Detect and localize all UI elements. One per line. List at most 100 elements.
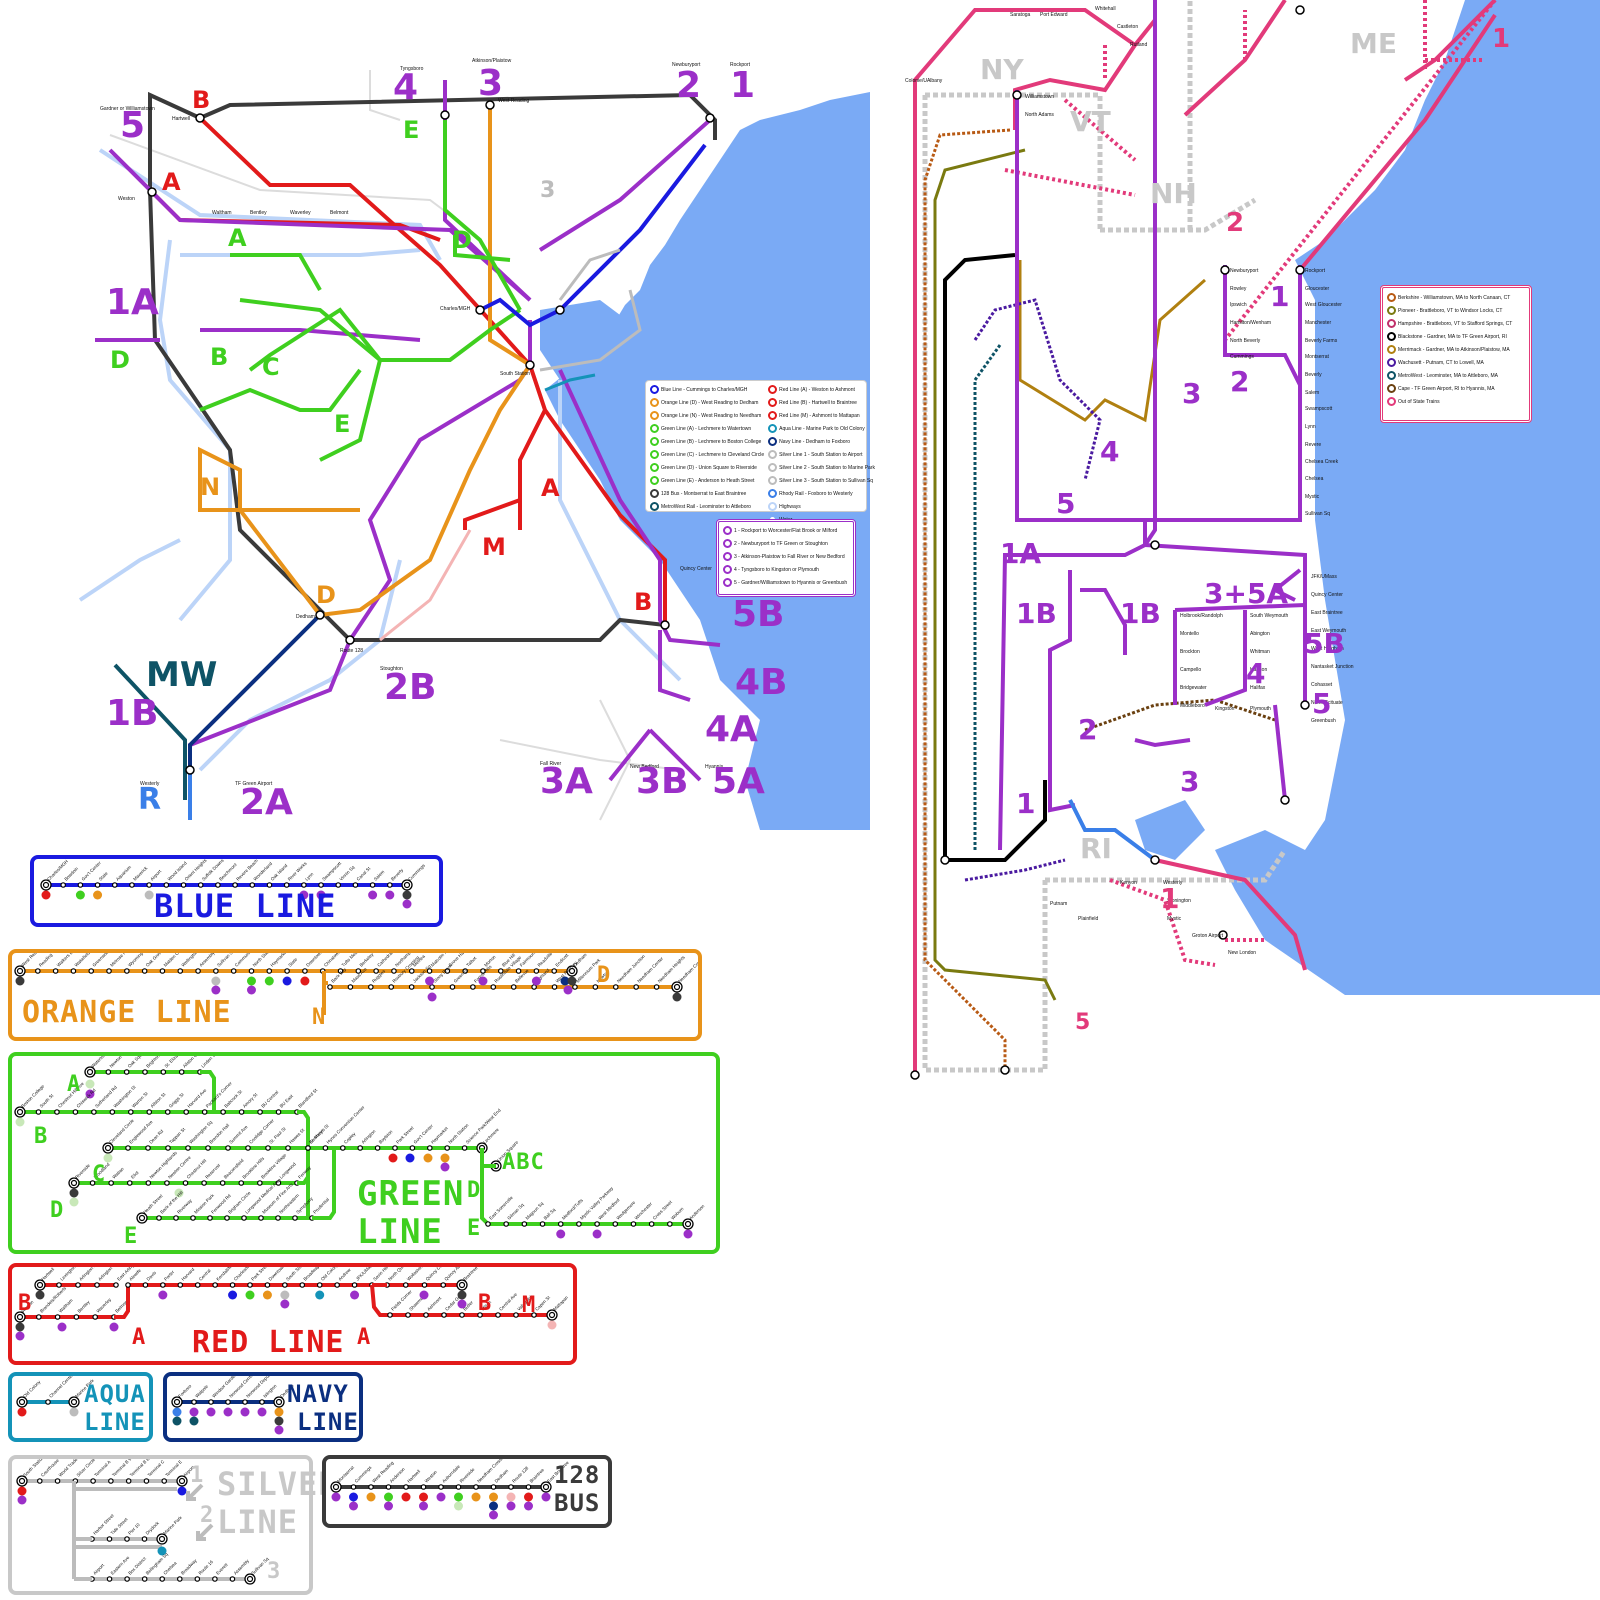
- station-dot: [141, 968, 148, 974]
- station-name: Hartwell: [40, 1267, 55, 1282]
- legend-label: Merrimack - Gardner, MA to Atkinson/Plai…: [1398, 346, 1510, 353]
- legend-label: Blackstone - Gardner, MA to TF Green Air…: [1398, 333, 1507, 340]
- transfer-indicator: [300, 976, 310, 986]
- legend-item: Blue Line - Cummings to Charles/MGH: [650, 383, 764, 396]
- station-name: Gilman Sq: [506, 1202, 525, 1221]
- legend-station-icon: [650, 424, 659, 433]
- legend-station-icon: [1387, 293, 1396, 302]
- station-dot: [201, 1109, 208, 1115]
- legend-station-icon: [768, 476, 778, 485]
- transfer-indicator: [401, 1492, 411, 1502]
- transfer-indicator: [69, 1197, 79, 1207]
- route-tag-4: 4: [393, 67, 419, 108]
- route-tag-green-c: C: [262, 353, 280, 381]
- metrowest-route: [113, 663, 187, 800]
- transfer-indicator: [385, 890, 395, 900]
- transfer-indicator: [350, 1290, 360, 1300]
- station-dot: [408, 968, 415, 974]
- station-dot: [54, 1109, 60, 1115]
- route-tag-1b: 1B: [106, 693, 159, 734]
- station-name: Vinnin Sq: [338, 864, 355, 881]
- station-dot: [409, 1145, 416, 1151]
- station-label: Rowley: [1230, 286, 1247, 292]
- station-dot: [248, 968, 255, 974]
- station-dot: [438, 1484, 444, 1490]
- green-branch-e-east-label: E: [467, 1216, 482, 1241]
- transfer-indicator: [567, 976, 577, 986]
- station-dot: [142, 1069, 148, 1075]
- station-dot: [490, 984, 497, 990]
- route-tag-green-d: D: [110, 346, 130, 374]
- station-name: Brandon Hall: [208, 1123, 230, 1145]
- legend-label: Wachusett - Putnam, CT to Lowell, MA: [1398, 359, 1484, 366]
- red-a-west-connector: [114, 1285, 130, 1319]
- station-dot: [568, 967, 576, 975]
- station-name: Airport: [149, 868, 162, 881]
- station-dot: [142, 1282, 149, 1288]
- transfer-indicator: [69, 1407, 79, 1417]
- station-name: Islington: [262, 1383, 278, 1399]
- station-name: Anderson: [389, 1466, 407, 1484]
- station-name: Wollaston: [406, 1267, 424, 1282]
- transfer-indicator: [506, 1492, 516, 1502]
- transfer-indicator: [683, 1229, 693, 1239]
- station-dot: [201, 1180, 207, 1186]
- station-dot: [266, 968, 273, 974]
- red-branch-m-label: M: [522, 1293, 537, 1318]
- transfer-indicator: [366, 1492, 376, 1502]
- station-dot: [385, 1484, 392, 1490]
- station-dot: [461, 1145, 468, 1151]
- station-name: Museum of Fine Arts: [261, 1181, 294, 1214]
- regional-rhody-route: [1068, 799, 1157, 862]
- station-name: Park Street: [250, 1267, 270, 1282]
- legend-item: Silver Line 3 - South Station to Sulliva…: [768, 474, 875, 487]
- station-name: Waverley: [95, 1296, 112, 1313]
- transfer-indicator: [349, 1492, 358, 1502]
- station-name: BU East: [279, 1093, 295, 1109]
- station-dot: [194, 1576, 201, 1582]
- station-dot: [126, 1180, 133, 1186]
- station-name: Bentley: [77, 1299, 92, 1314]
- station-label: Rutland: [1130, 42, 1147, 48]
- commuter-tag-5-south: 5: [1312, 687, 1332, 720]
- station-dot: [36, 1281, 44, 1289]
- transfer-indicator: [316, 890, 326, 900]
- station-dot: [141, 1536, 148, 1542]
- station-label: Groton Airport: [1192, 933, 1224, 939]
- station-label: Beverly: [1305, 372, 1322, 378]
- station-dot: [124, 1576, 130, 1582]
- transfer-indicator: [402, 899, 412, 909]
- commuter-tag-3-north: 3: [1182, 377, 1202, 410]
- station-dot: [72, 1109, 79, 1115]
- legend-item: Green Line (C) - Lechmere to Cleveland C…: [650, 448, 764, 461]
- station-label: Ipswich: [1230, 302, 1247, 308]
- transfer-indicator: [93, 890, 103, 900]
- station-dot: [164, 1109, 171, 1115]
- legend-label: Green Line (A) - Lechmere to Watertown: [661, 425, 752, 432]
- transfer-indicator: [274, 1425, 284, 1435]
- station-dot: [302, 968, 308, 974]
- station-dot: [264, 1282, 271, 1288]
- station-dot: [275, 1398, 283, 1406]
- legend-station-icon: [650, 463, 659, 472]
- station-dot: [177, 1282, 184, 1288]
- station-label: Brockton: [1180, 649, 1200, 655]
- station-label: Hamilton/Wenham: [1230, 320, 1271, 326]
- route-tag-3b: 3B: [636, 761, 689, 802]
- station-label: Manchester: [1305, 320, 1331, 326]
- legend-station-icon: [723, 539, 732, 548]
- station-dot: [612, 984, 619, 990]
- station-dot: [444, 968, 451, 974]
- station-dot: [521, 1221, 528, 1227]
- legend-station-icon: [1387, 397, 1396, 406]
- silver-route-1-num: 1: [190, 1463, 205, 1488]
- station-label: Tyngsboro: [400, 66, 424, 72]
- station-dot: [408, 984, 415, 990]
- station-dot: [572, 984, 578, 990]
- station-dot: [156, 1215, 162, 1221]
